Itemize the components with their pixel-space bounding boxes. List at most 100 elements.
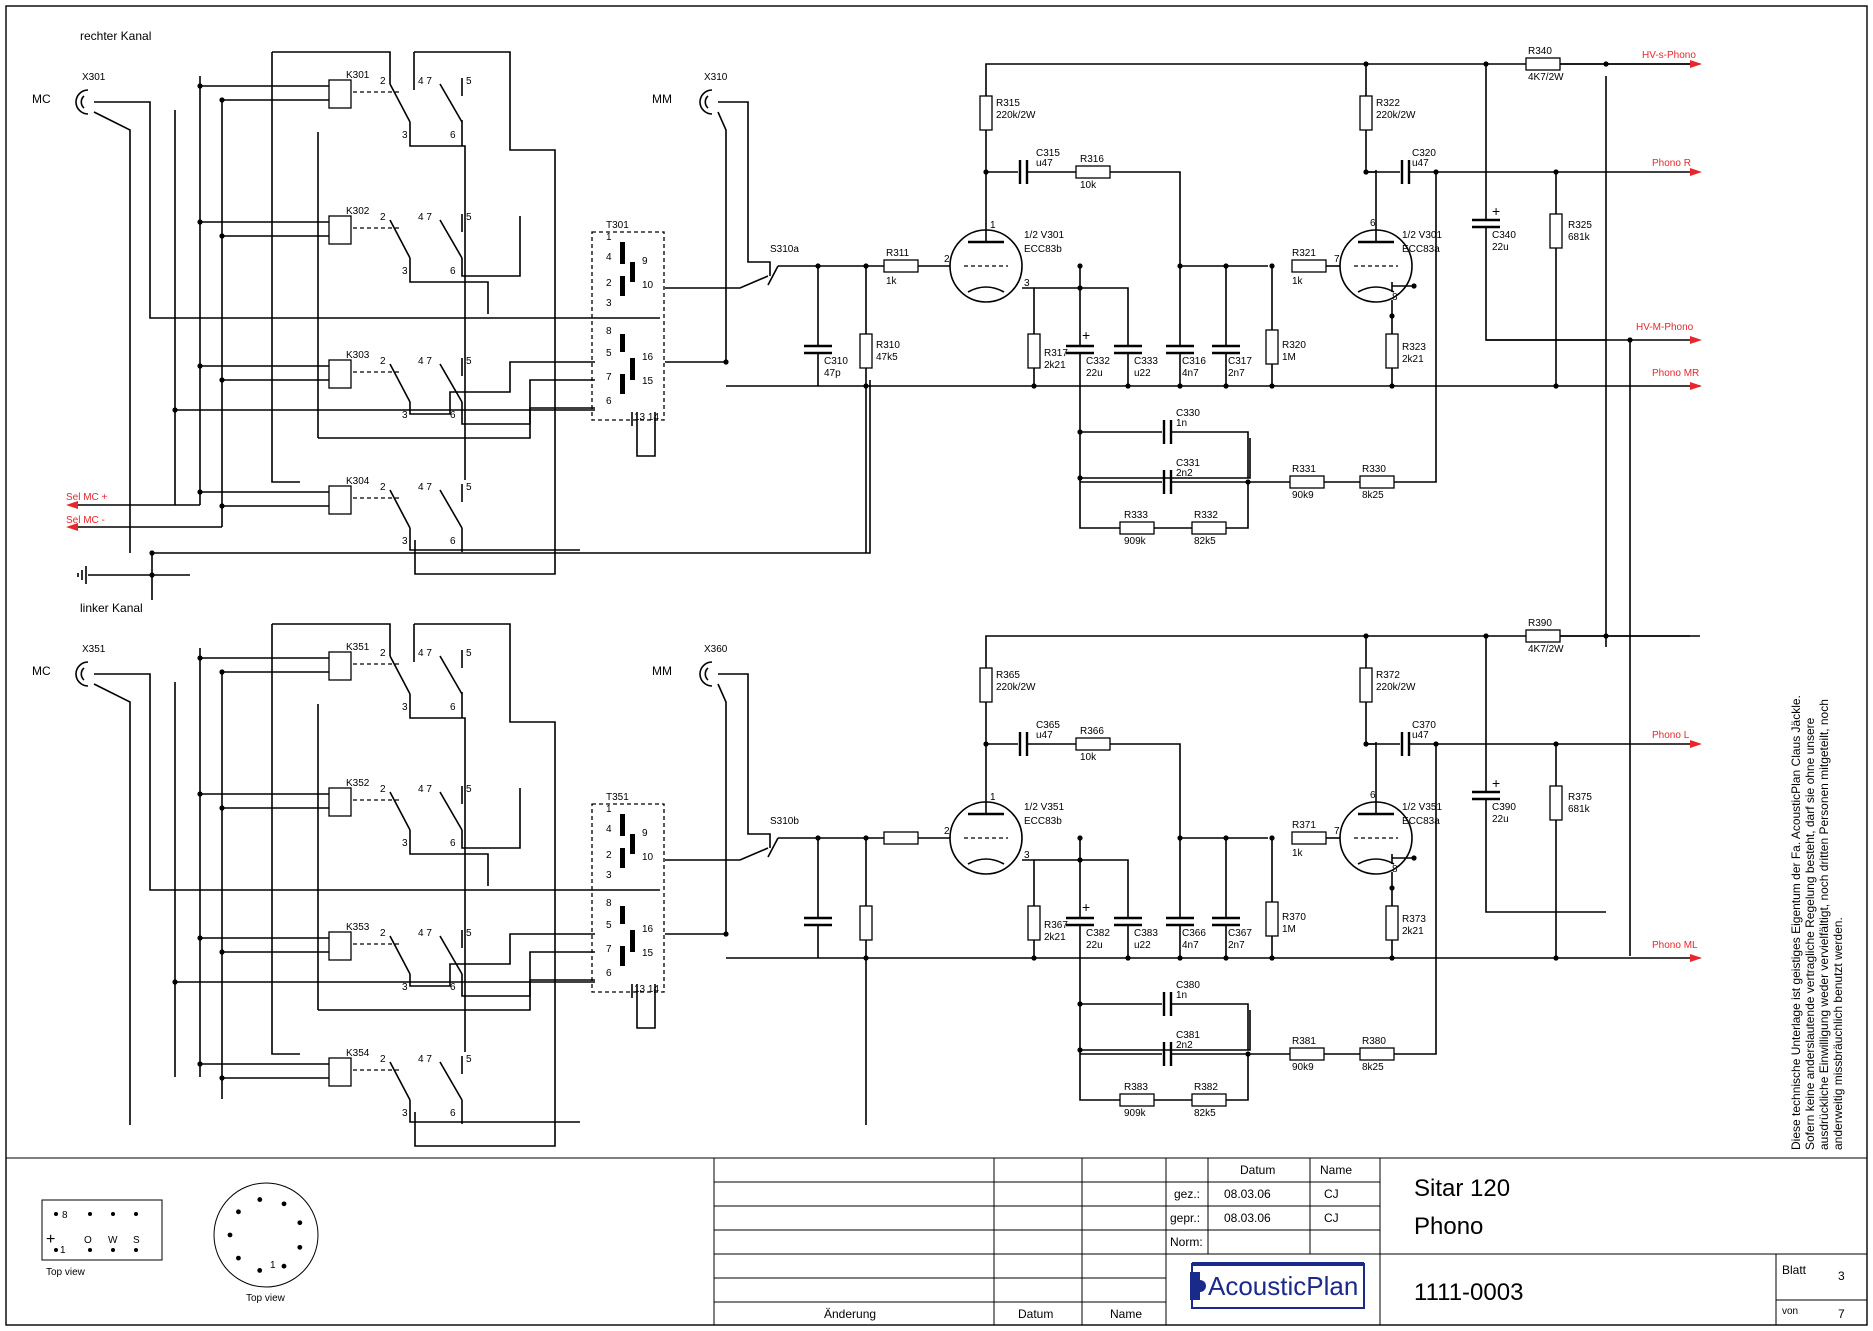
wire [93, 111, 131, 553]
relay-pin: 5 [466, 1054, 472, 1065]
component-ref: R373 [1402, 914, 1426, 925]
transformer-pin: 6 [606, 396, 612, 407]
blatt-label: Blatt [1782, 1263, 1807, 1277]
tube-pin: 2 [944, 254, 950, 265]
component-ref: R372 [1376, 670, 1400, 681]
wire [1357, 286, 1395, 293]
connector-label: X301 [82, 72, 106, 83]
transformer-winding [620, 374, 625, 394]
component-ref: C330 [1176, 408, 1200, 419]
arrow-icon [1690, 336, 1702, 344]
relay-coil [328, 787, 352, 817]
component-ref: R382 [1194, 1082, 1218, 1093]
component-value: 1M [1282, 924, 1296, 935]
wire [439, 219, 463, 259]
relay-coil [328, 651, 352, 681]
arrow-icon [1690, 740, 1702, 748]
component-ref: R365 [996, 670, 1020, 681]
wire [439, 489, 463, 529]
component-value: 220k/2W [996, 682, 1036, 693]
wire [409, 830, 489, 886]
polarity-plus-icon: + [1082, 327, 1090, 343]
arrow-icon [1690, 60, 1702, 68]
socket-pin-dot [257, 1268, 263, 1273]
relay-coil [328, 485, 352, 515]
signal-label: HV-M-Phono [1636, 322, 1694, 333]
title-block: 8 + 1 O W S Top view 1 Top view [6, 1157, 1867, 1325]
wire [1171, 1003, 1249, 1050]
transformer-pin: 2 [606, 278, 612, 289]
component-ref: R390 [1528, 618, 1552, 629]
wire [94, 101, 660, 319]
resistor [1191, 1093, 1227, 1107]
transformer-box [591, 803, 665, 993]
drawing-subtitle-text: Phono [1414, 1213, 1483, 1240]
transformer-pin: 16 [642, 352, 654, 363]
junction-dot [1031, 955, 1037, 961]
junction-dot [863, 955, 869, 961]
junction-dot [1483, 633, 1489, 639]
wire [967, 858, 1005, 865]
tube-label: 1/2 V301 [1402, 230, 1442, 241]
component-ref: C367 [1228, 928, 1252, 939]
tube-pin: 3 [1024, 278, 1030, 289]
tube-type: ECC83a [1402, 244, 1440, 255]
resistor [1359, 1047, 1395, 1061]
relay-coil [328, 359, 352, 389]
relay-pin: 5 [466, 212, 472, 223]
signal-label: Phono ML [1652, 940, 1698, 951]
component-value: u47 [1412, 158, 1429, 169]
relay-pin: 4 7 [418, 928, 432, 939]
wire [389, 219, 411, 259]
component-value: 220k/2W [996, 110, 1036, 121]
transformer-winding [630, 262, 635, 282]
relay-pin: 5 [466, 928, 472, 939]
junction-dot [1411, 855, 1417, 861]
wire [461, 974, 595, 997]
tube-label: 1/2 V301 [1024, 230, 1064, 241]
junction-dot [1389, 313, 1395, 319]
component-value: 2k21 [1402, 926, 1424, 937]
component-ref: R315 [996, 98, 1020, 109]
transformer-winding [620, 906, 625, 924]
component-ref: C381 [1176, 1030, 1200, 1041]
transformer-pin: 8 [606, 898, 612, 909]
capacitor [1166, 344, 1194, 355]
tube-label: 1/2 V351 [1024, 802, 1064, 813]
socket-pin-dot [227, 1232, 233, 1238]
relay-label: K354 [346, 1048, 370, 1059]
wire [439, 83, 463, 123]
wire [389, 655, 411, 695]
relay-pin: 3 [402, 266, 408, 277]
wire [767, 837, 779, 858]
wire [1079, 478, 1120, 529]
component-value: u47 [1412, 730, 1429, 741]
relay-coil [328, 931, 352, 961]
component-value: 1M [1282, 352, 1296, 363]
blatt-value: 3 [1838, 1269, 1845, 1283]
wire [439, 655, 463, 695]
wire [409, 122, 466, 480]
component-ref: C382 [1086, 928, 1110, 939]
transformer-pin: 10 [642, 280, 654, 291]
capacitor [1066, 344, 1094, 355]
wire [967, 286, 1005, 293]
component-value: u22 [1134, 368, 1151, 379]
mm-input-label: MM [652, 92, 672, 106]
resistor [859, 333, 873, 369]
component-ref: C331 [1176, 458, 1200, 469]
resistor [1191, 521, 1227, 535]
component-ref: C366 [1182, 928, 1206, 939]
transformer-pin: 1 [606, 232, 612, 243]
relay-pin: 2 [380, 482, 386, 493]
capacitor [1472, 218, 1500, 229]
resistor [859, 905, 873, 941]
relay-pin: 6 [450, 536, 456, 547]
relay-pin: 6 [450, 982, 456, 993]
wire [665, 847, 769, 861]
junction-dot [723, 359, 729, 365]
switch-label: S310b [770, 816, 799, 827]
wire [93, 683, 131, 1125]
